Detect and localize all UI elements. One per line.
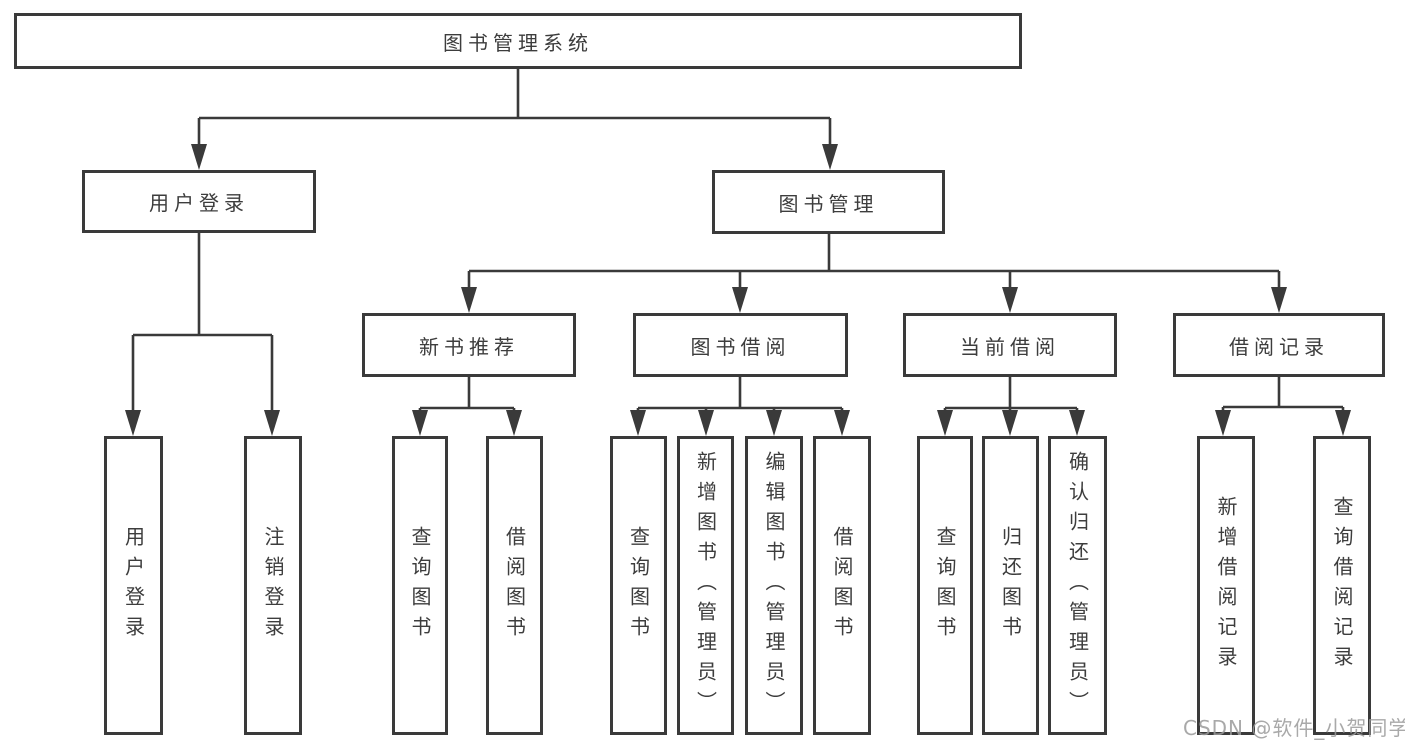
node-label: 查询图书 (408, 525, 432, 646)
leaf-add-borrow-record: 新增借阅记录 (1197, 436, 1255, 735)
arrowhead-icon (1002, 410, 1018, 436)
node-label: 查询图书 (626, 525, 651, 646)
arrowhead-icon (1271, 287, 1287, 313)
arrowhead-icon (766, 410, 782, 436)
node-current-borrowing: 当前借阅 (903, 313, 1117, 377)
arrowhead-icon (937, 410, 953, 436)
node-label: 归还图书 (998, 525, 1023, 646)
arrowhead-icon (1215, 410, 1231, 436)
node-label: 借阅图书 (830, 525, 854, 646)
arrowhead-icon (412, 410, 428, 436)
node-user-login: 用户登录 (82, 170, 316, 233)
leaf-borrow-books: 借阅图书 (486, 436, 543, 735)
arrowhead-icon (1002, 287, 1018, 313)
node-label: 借阅记录 (1229, 334, 1329, 359)
node-label: 图书管理系统 (443, 30, 593, 55)
leaf-return-books: 归还图书 (982, 436, 1039, 735)
node-label: 新书推荐 (419, 334, 519, 359)
node-root: 图书管理系统 (14, 13, 1022, 69)
node-label: 图书管理 (778, 191, 879, 216)
arrowhead-icon (506, 410, 522, 436)
arrowhead-icon (1069, 410, 1085, 436)
arrowhead-icon (630, 410, 646, 436)
leaf-user-login: 用户登录 (104, 436, 163, 735)
node-label: 用户登录 (121, 525, 146, 646)
leaf-add-book-admin: 新增图书（管理员） (677, 436, 734, 735)
arrowhead-icon (125, 410, 141, 436)
node-label: 新增借阅记录 (1214, 495, 1238, 676)
arrowhead-icon (191, 144, 207, 170)
arrowhead-icon (264, 410, 280, 436)
node-label: 图书借阅 (690, 334, 791, 359)
node-label: 新增图书（管理员） (693, 450, 718, 721)
leaf-query-borrow-record: 查询借阅记录 (1313, 436, 1371, 735)
node-label: 查询图书 (933, 525, 957, 646)
arrowhead-icon (822, 144, 838, 170)
leaf-logout: 注销登录 (244, 436, 302, 735)
node-book-management: 图书管理 (712, 170, 945, 234)
node-label: 用户登录 (149, 191, 249, 215)
node-label: 当前借阅 (960, 334, 1060, 359)
node-label: 借阅图书 (502, 525, 527, 646)
node-label: 查询借阅记录 (1330, 495, 1354, 676)
leaf-edit-book-admin: 编辑图书（管理员） (745, 436, 803, 735)
arrowhead-icon (698, 410, 714, 436)
node-new-book-recommend: 新书推荐 (362, 313, 576, 377)
arrowhead-icon (1335, 410, 1351, 436)
node-label: 注销登录 (261, 525, 285, 646)
leaf-confirm-return-admin: 确认归还（管理员） (1048, 436, 1107, 735)
node-book-borrowing: 图书借阅 (633, 313, 848, 377)
leaf-borrow-books: 借阅图书 (813, 436, 871, 735)
node-label: 确认归还（管理员） (1065, 450, 1090, 721)
csdn-watermark: CSDN @软件_小贺同学 (1183, 716, 1405, 740)
arrowhead-icon (834, 410, 850, 436)
leaf-query-books: 查询图书 (392, 436, 448, 735)
leaf-query-books: 查询图书 (610, 436, 667, 735)
node-label: 编辑图书（管理员） (762, 450, 786, 721)
leaf-query-books: 查询图书 (917, 436, 973, 735)
arrowhead-icon (732, 287, 748, 313)
node-borrowing-records: 借阅记录 (1173, 313, 1385, 377)
arrowhead-icon (461, 287, 477, 313)
